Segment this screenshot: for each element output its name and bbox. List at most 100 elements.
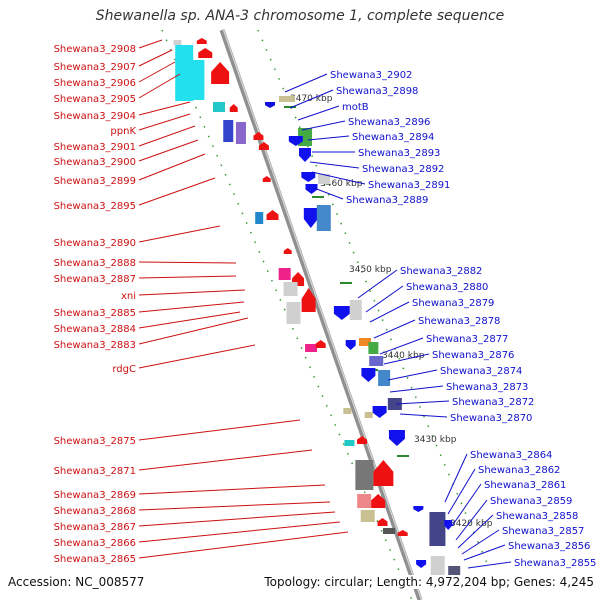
forward-gene-label: Shewana3_2868 [54, 506, 136, 517]
gene-arrow [229, 104, 238, 112]
gene-arrow [372, 406, 387, 418]
leader-line [369, 301, 410, 323]
gene-feature [175, 45, 194, 101]
leader-line [138, 311, 241, 329]
gene-features [173, 38, 461, 576]
gene-arrow [416, 560, 427, 568]
leader-line [138, 484, 326, 495]
forward-gene-label: Shewana3_2906 [54, 78, 136, 89]
leader-line [313, 187, 344, 200]
reverse-gene-label: Shewana3_2872 [452, 397, 534, 408]
leader-line [138, 344, 256, 369]
gene-feature [235, 122, 246, 144]
gene-feature [283, 282, 298, 296]
gene-arrow [315, 340, 326, 348]
leader-line [457, 514, 494, 549]
leader-line [138, 113, 191, 131]
gene-feature [358, 338, 371, 346]
forward-gene-label: Shewana3_2899 [54, 176, 136, 187]
reverse-gene-label: Shewana3_2880 [406, 282, 488, 293]
forward-gene-label: xni [121, 291, 136, 302]
leader-line [467, 561, 512, 569]
gene-arrow [298, 148, 311, 162]
leader-line [138, 39, 163, 49]
forward-gene-label: Shewana3_2883 [54, 340, 136, 351]
leader-line [357, 269, 398, 299]
forward-gene-label: Shewana3_2900 [54, 157, 136, 168]
map-title: Shewanella sp. ANA-3 chromosome 1, compl… [95, 8, 505, 24]
reverse-gene-label: Shewana3_2879 [412, 298, 494, 309]
kbp-tick-label: 3420 kbp [450, 519, 493, 529]
gene-arrow [288, 136, 303, 146]
gene-feature [382, 528, 395, 534]
leader-line [138, 139, 199, 162]
gene-feature [213, 102, 226, 112]
reverse-gene-label: Shewana3_2896 [348, 117, 430, 128]
reverse-gene-label: Shewana3_2889 [346, 195, 428, 206]
leader-line [373, 319, 416, 339]
forward-gene-label: Shewana3_2871 [54, 466, 136, 477]
leader-line [138, 317, 249, 345]
leader-line [379, 337, 424, 355]
leader-line [289, 89, 334, 109]
leader-line [138, 501, 331, 511]
kbp-tick-label: 3440 kbp [382, 351, 425, 361]
leader-line [138, 289, 246, 296]
gene-arrow [262, 176, 271, 182]
gene-feature [364, 412, 373, 418]
right-leader-lines [284, 73, 512, 569]
leader-line [138, 275, 237, 279]
gene-feature [343, 408, 352, 414]
reverse-gene-label: Shewana3_2898 [336, 86, 418, 97]
genome-summary-text: Topology: circular; Length: 4,972,204 bp… [264, 575, 594, 589]
gene-feature [355, 460, 374, 490]
gene-arrow [413, 506, 424, 512]
kbp-tick-label: 3430 kbp [414, 435, 457, 445]
leader-line [138, 531, 349, 559]
forward-gene-label: Shewana3_2865 [54, 554, 136, 565]
leader-line [138, 177, 216, 206]
leader-line [301, 120, 346, 131]
gene-feature [278, 268, 291, 280]
reverse-gene-label: Shewana3_2855 [514, 558, 596, 569]
gene-arrow [253, 132, 264, 140]
gene-arrow [388, 430, 405, 446]
leader-line [365, 285, 404, 313]
gene-arrow [361, 368, 376, 382]
reverse-gene-label: Shewana3_2861 [484, 480, 566, 491]
forward-gene-label: Shewana3_2884 [54, 324, 136, 335]
accession-text: Accession: NC_008577 [8, 575, 145, 589]
gene-feature [429, 512, 446, 546]
gene-feature [286, 302, 301, 324]
gene-feature [357, 494, 372, 508]
gene-feature [360, 510, 375, 522]
forward-gene-label: rdgC [112, 364, 136, 375]
leader-line [307, 135, 350, 141]
leader-line [138, 153, 206, 181]
reverse-gene-label: Shewana3_2882 [400, 266, 482, 277]
gene-feature [430, 556, 445, 576]
kbp-tick-label: 3450 kbp [349, 265, 392, 275]
gene-feature [318, 174, 331, 184]
gene-arrow [211, 62, 230, 84]
reverse-gene-label: motB [342, 102, 369, 113]
forward-gene-label: Shewana3_2895 [54, 201, 136, 212]
reverse-gene-label: Shewana3_2902 [330, 70, 412, 81]
forward-gene-label: Shewana3_2890 [54, 238, 136, 249]
gene-feature [369, 356, 384, 366]
leader-line [387, 369, 438, 381]
gene-arrow [373, 460, 394, 486]
leader-line [138, 125, 196, 147]
leader-line [451, 483, 482, 527]
gene-arrow [371, 494, 386, 508]
kbp-tick-label: 3460 kbp [320, 179, 363, 189]
leader-line [389, 385, 444, 393]
leader-line [399, 413, 448, 418]
forward-gene-label: Shewana3_2907 [54, 62, 136, 73]
gene-arrow [283, 248, 292, 254]
gene-arrow [258, 142, 269, 150]
gene-arrow [265, 102, 276, 108]
gene-arrow [301, 288, 316, 312]
reverse-gene-label: Shewana3_2877 [426, 334, 508, 345]
leader-line [138, 73, 181, 99]
